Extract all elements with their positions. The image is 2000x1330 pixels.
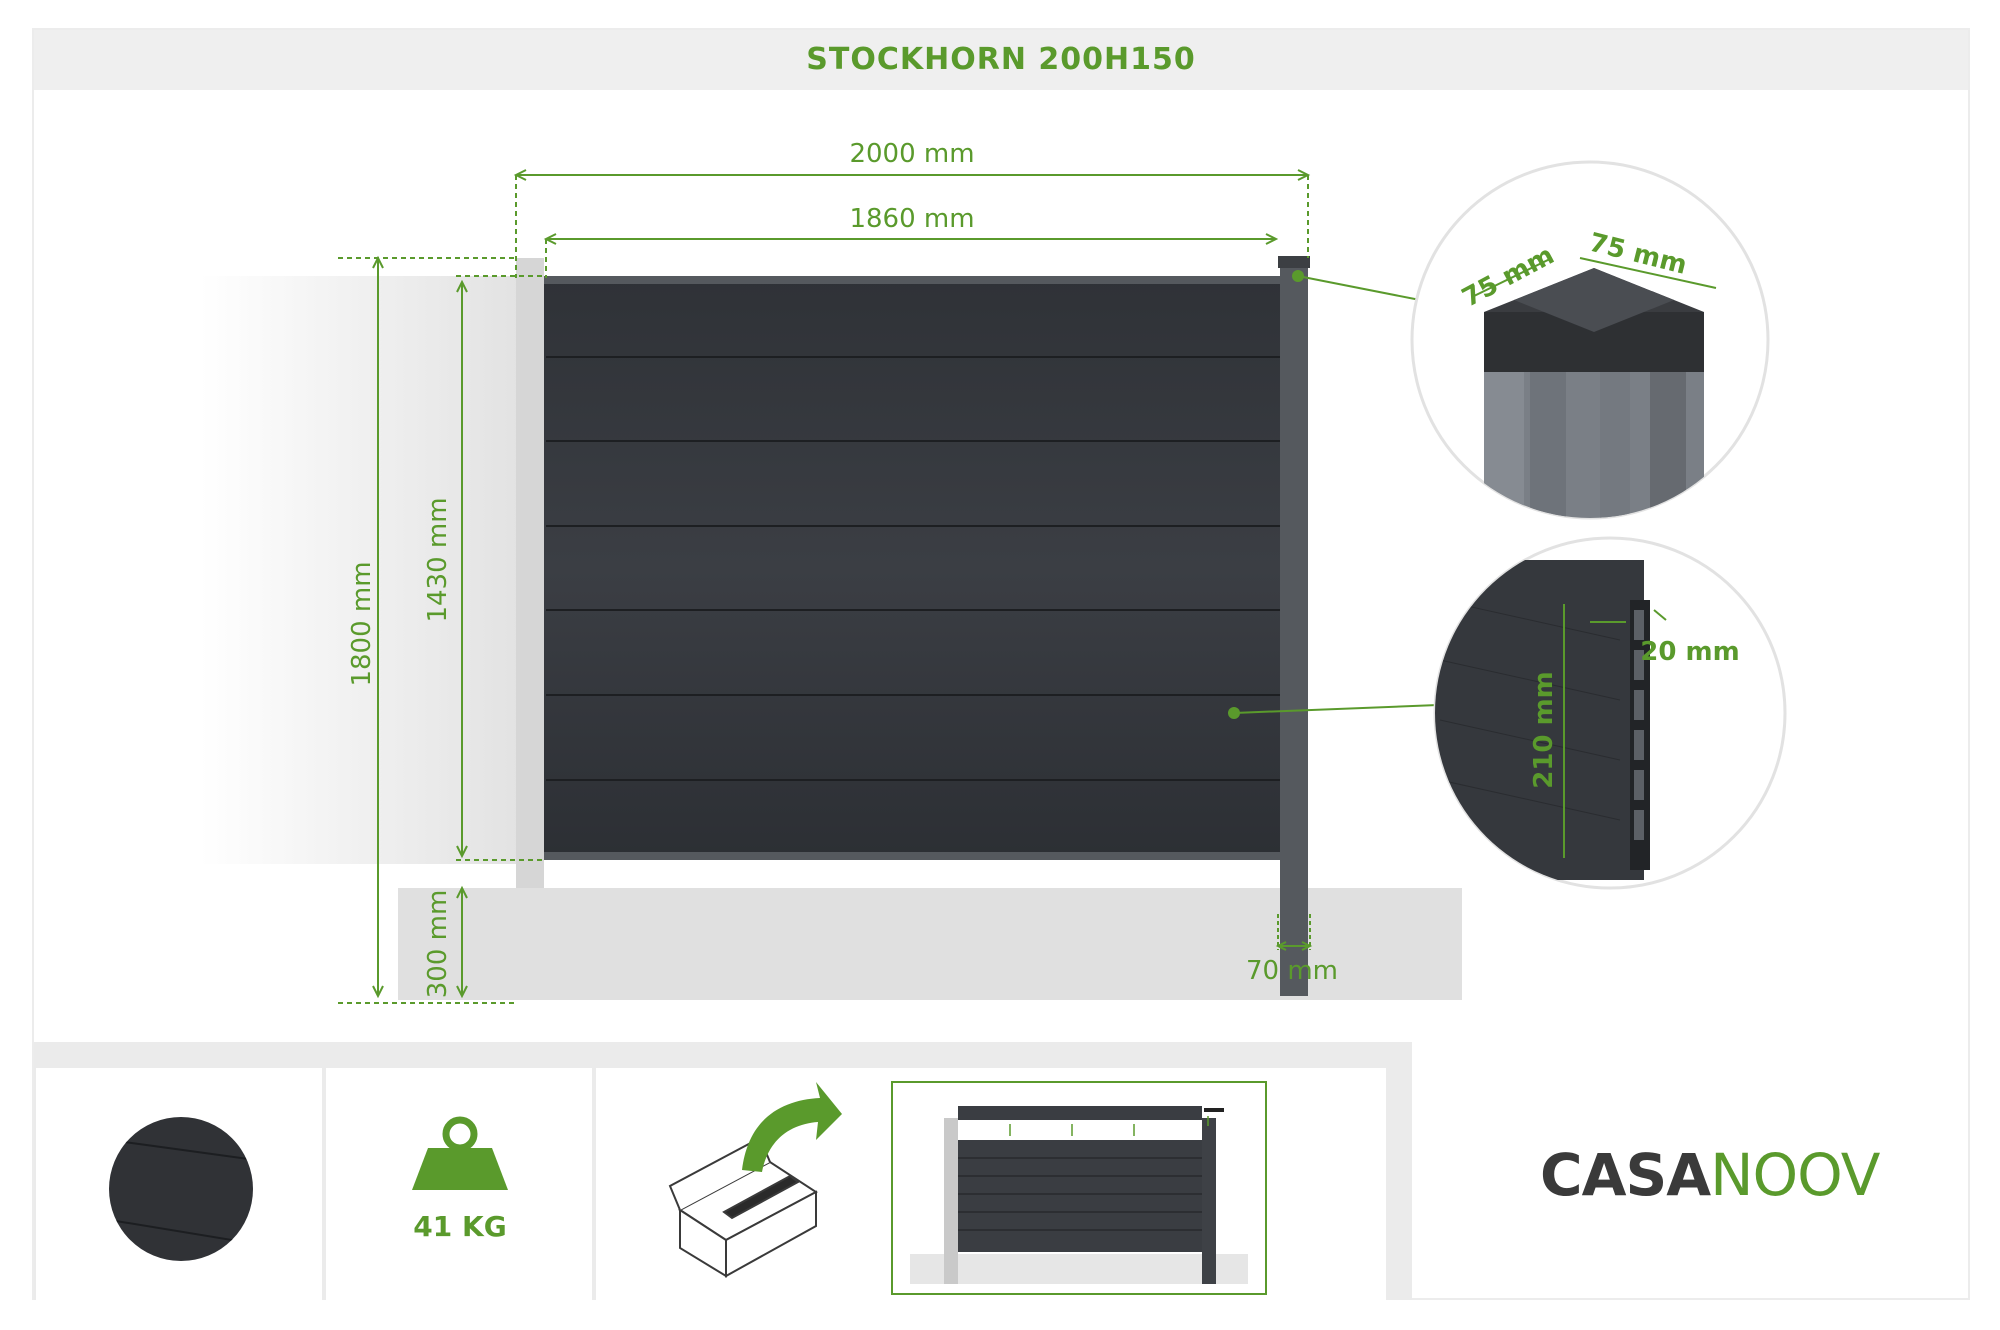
ground-depth-label: 300 mm xyxy=(423,890,453,999)
board-thickness-label: 20 mm xyxy=(1640,637,1739,667)
panel-width-label: 1860 mm xyxy=(849,204,974,234)
panel-height-label: 1430 mm xyxy=(423,497,453,622)
brand-logo-part2: NOOV xyxy=(1710,1141,1880,1209)
weight-icon xyxy=(412,1116,508,1190)
dim-post-width xyxy=(1275,914,1313,951)
panel-top-rail xyxy=(544,276,1280,284)
dim-ground-depth xyxy=(456,885,468,999)
panel-bottom-rail xyxy=(544,852,1280,860)
neighbour-fade xyxy=(200,276,516,864)
weight-label: 41 KG xyxy=(413,1210,507,1243)
dim-panel-width xyxy=(543,233,1279,278)
dim-total-height xyxy=(338,255,516,1004)
total-height-label: 1800 mm xyxy=(347,561,377,686)
callout-board xyxy=(1228,704,1439,719)
callout-post-cap xyxy=(1292,270,1421,301)
color-swatch xyxy=(109,1117,253,1261)
post-width-label: 70 mm xyxy=(1246,956,1338,986)
right-post-cap xyxy=(1278,256,1310,268)
board-lines xyxy=(546,356,1280,781)
arrow-icon xyxy=(742,1082,842,1172)
unboxing-icon xyxy=(668,1136,818,1278)
left-post xyxy=(516,258,544,996)
right-post xyxy=(1280,258,1308,996)
post-cap-detail: 75 mm 75 mm xyxy=(1410,160,1770,520)
dim-total-width xyxy=(513,169,1311,278)
brand-logo-part1: CASA xyxy=(1540,1141,1711,1209)
total-width-label: 2000 mm xyxy=(849,139,974,169)
fence-panel xyxy=(544,278,1280,858)
title-bar: STOCKHORN 200H150 xyxy=(34,30,1968,90)
product-title: STOCKHORN 200H150 xyxy=(806,42,1196,77)
board-height-label: 210 mm xyxy=(1529,671,1559,789)
brand-logo: CASANOOV xyxy=(1540,1140,1880,1210)
dim-panel-height xyxy=(456,275,544,861)
install-diagram xyxy=(891,1081,1267,1295)
